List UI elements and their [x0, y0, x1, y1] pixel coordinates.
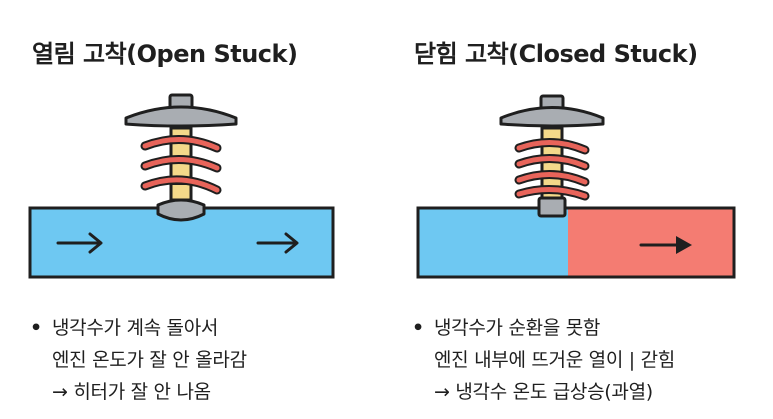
closed-stuck-title: 닫힘 고착(Closed Stuck) [414, 40, 698, 68]
closed-stuck-notes: • 냉각수가 순환을 못함 엔진 내부에 뜨거운 열이 | 갇힘 → 냉각수 온… [412, 312, 675, 408]
thermostat-valve-icon [124, 93, 238, 222]
coolant-pipe-cold [418, 208, 568, 277]
note-line-3: → 히터가 잘 안 나옴 [52, 381, 211, 403]
open-stuck-panel: 열림 고착(Open Stuck) [0, 0, 386, 419]
note-line-2: 엔진 온도가 잘 안 올라감 [52, 349, 247, 371]
bullet: • [412, 317, 424, 339]
coolant-pipe-hot [568, 208, 734, 277]
flow-arrow-icon [256, 232, 299, 254]
note-line-1: 냉각수가 순환을 못함 [434, 317, 601, 339]
open-stuck-title: 열림 고착(Open Stuck) [32, 40, 298, 68]
note-line-2: 엔진 내부에 뜨거운 열이 | 갇힘 [434, 349, 675, 371]
closed-stuck-illustration [416, 94, 736, 279]
open-stuck-illustration [28, 93, 335, 279]
thermostat-valve-icon [499, 94, 605, 218]
coolant-pipe-outline [416, 206, 736, 279]
open-stuck-notes: • 냉각수가 계속 돌아서 엔진 온도가 잘 안 올라감 → 히터가 잘 안 나… [30, 312, 247, 408]
note-line-1: 냉각수가 계속 돌아서 [52, 317, 219, 339]
bullet: • [30, 317, 42, 339]
flow-arrow-icon [56, 232, 103, 254]
note-line-3: → 냉각수 온도 급상승(과열) [434, 381, 653, 403]
closed-stuck-panel: 닫힘 고착(Closed Stuck) [386, 0, 773, 419]
flow-arrow-icon [639, 236, 692, 254]
